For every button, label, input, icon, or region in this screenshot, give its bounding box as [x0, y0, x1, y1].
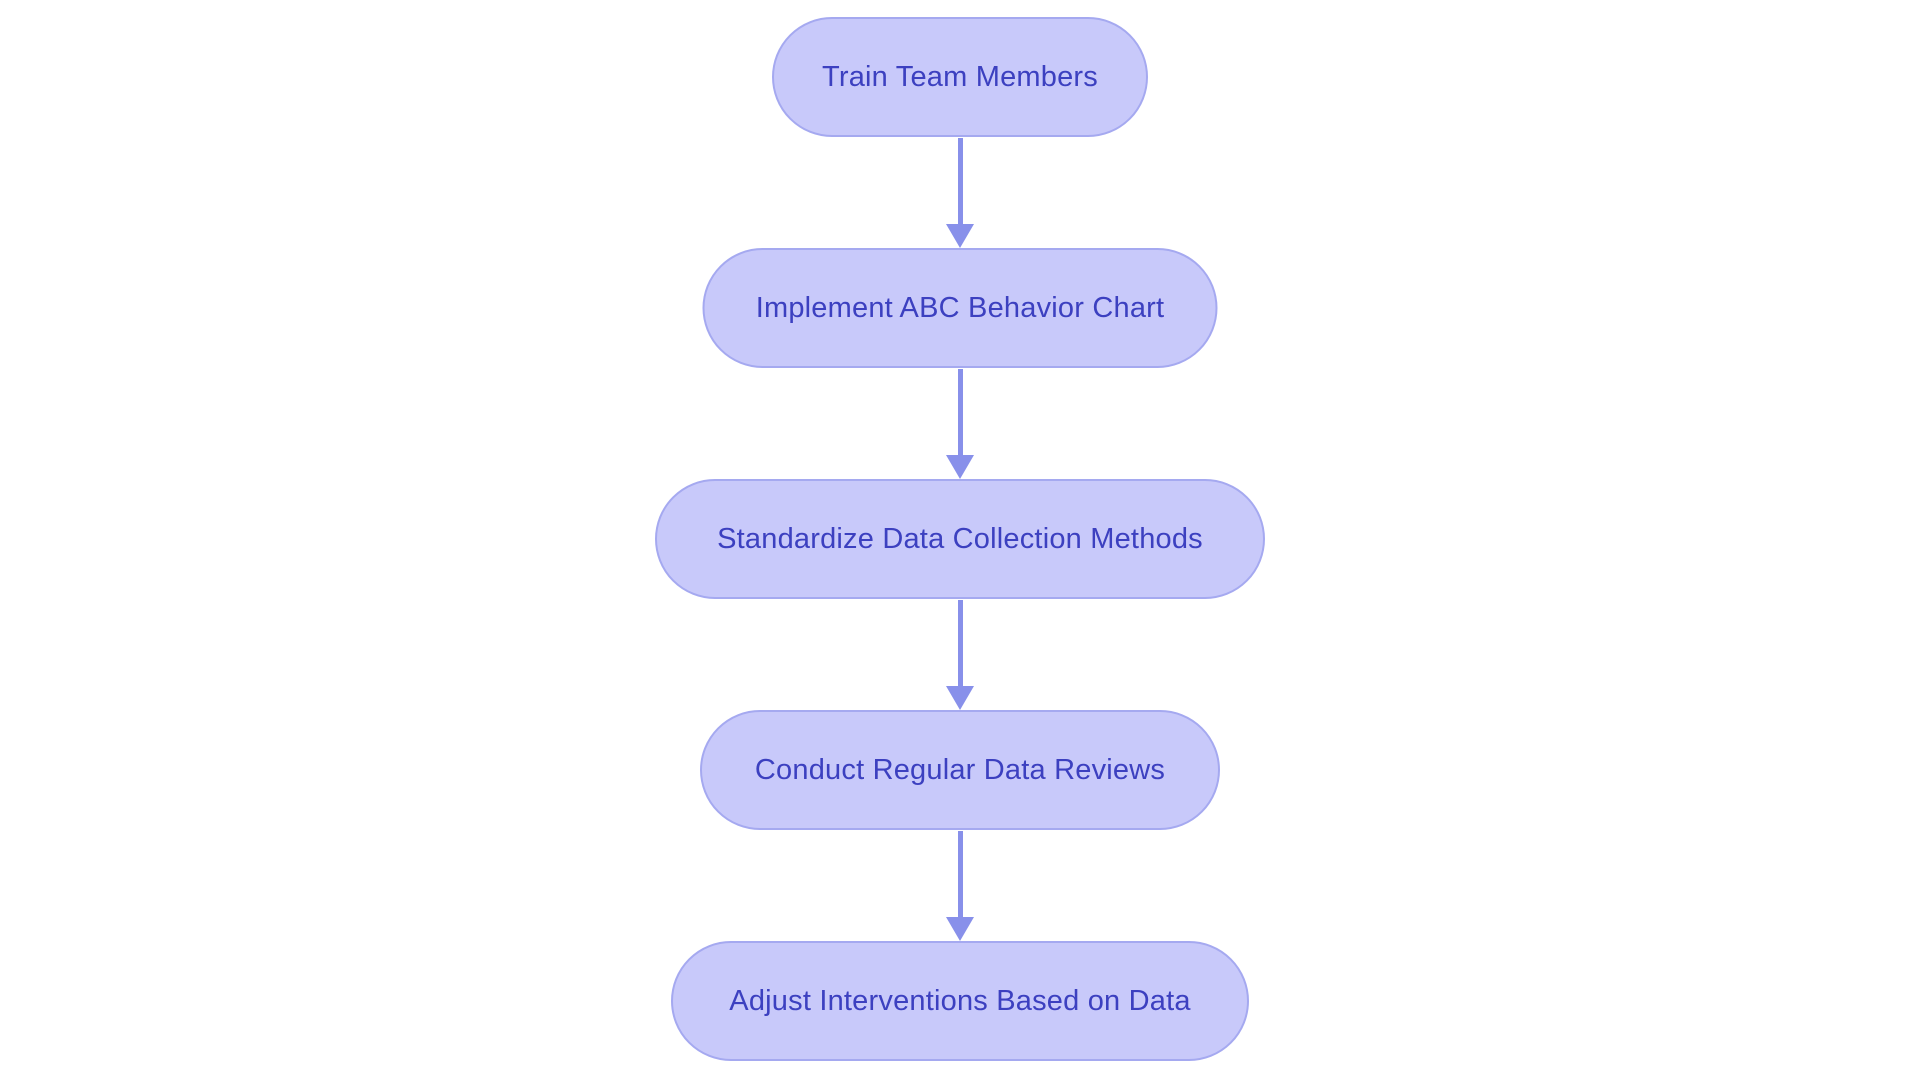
flow-node-train-team-members: Train Team Members	[772, 17, 1148, 137]
arrow-down-icon	[946, 224, 974, 248]
flow-node-implement-abc-behavior-chart: Implement ABC Behavior Chart	[702, 248, 1218, 368]
flow-node-standardize-data-collection-methods: Standardize Data Collection Methods	[655, 479, 1265, 599]
arrow-down-icon	[946, 455, 974, 479]
flow-arrow-2	[946, 368, 974, 479]
arrow-line	[957, 831, 963, 917]
arrow-down-icon	[946, 917, 974, 941]
flow-arrow-4	[946, 830, 974, 941]
flow-node-conduct-regular-data-reviews: Conduct Regular Data Reviews	[700, 710, 1220, 830]
flow-arrow-3	[946, 599, 974, 710]
flow-node-label: Train Team Members	[822, 60, 1098, 93]
flow-node-label: Standardize Data Collection Methods	[717, 522, 1203, 555]
flow-node-label: Conduct Regular Data Reviews	[754, 753, 1166, 786]
arrow-line	[957, 600, 963, 686]
arrow-line	[957, 369, 963, 455]
arrow-down-icon	[946, 686, 974, 710]
flow-node-adjust-interventions-based-on-data: Adjust Interventions Based on Data	[671, 941, 1249, 1061]
flow-node-label: Implement ABC Behavior Chart	[755, 291, 1165, 324]
flow-node-label: Adjust Interventions Based on Data	[729, 984, 1191, 1017]
arrow-line	[957, 138, 963, 224]
flow-arrow-1	[946, 137, 974, 248]
